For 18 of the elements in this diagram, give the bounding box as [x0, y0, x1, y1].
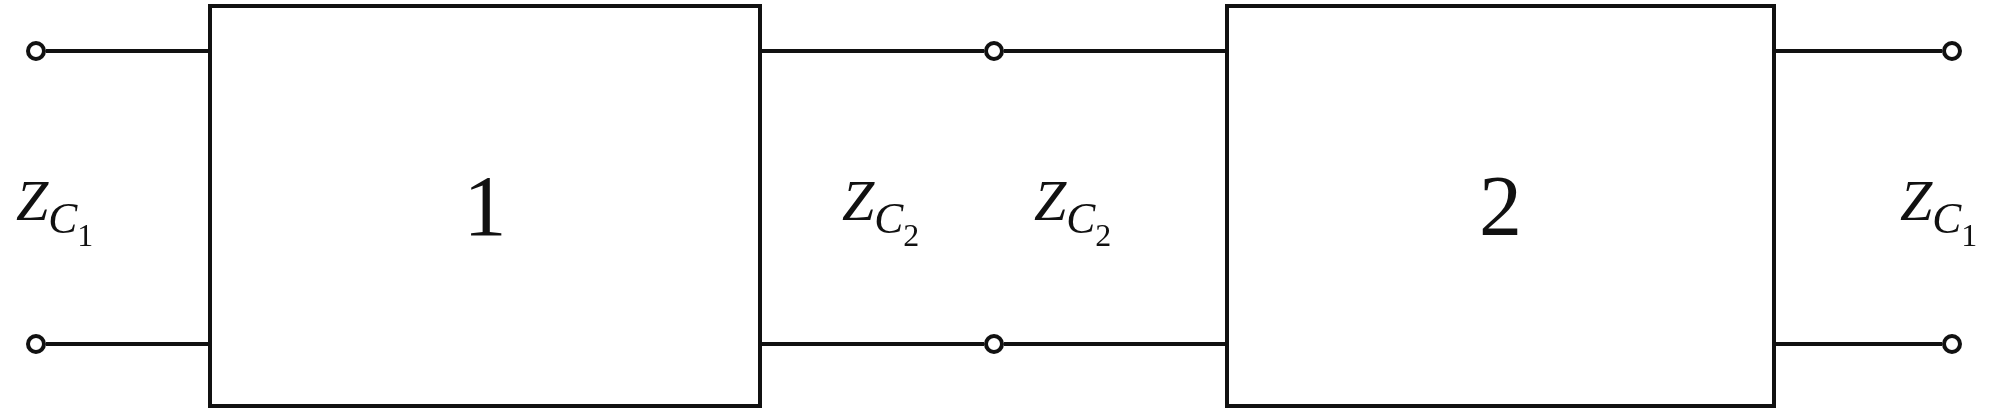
connector-line	[46, 49, 208, 53]
connector-line	[1776, 342, 1942, 346]
block-number: 2	[1479, 157, 1522, 256]
connector-line	[762, 342, 984, 346]
terminal-circle	[26, 334, 46, 354]
connector-line	[1776, 49, 1942, 53]
block-number: 1	[463, 157, 507, 256]
terminal-circle	[1942, 334, 1962, 354]
connector-line	[1004, 49, 1225, 53]
connector-line	[1004, 342, 1225, 346]
terminal-circle	[984, 41, 1004, 61]
connector-line	[46, 342, 208, 346]
terminal-circle	[1942, 41, 1962, 61]
connector-line	[762, 49, 984, 53]
block-box	[1225, 4, 1776, 408]
terminal-circle	[984, 334, 1004, 354]
terminal-circle	[26, 41, 46, 61]
block-box	[208, 4, 762, 408]
